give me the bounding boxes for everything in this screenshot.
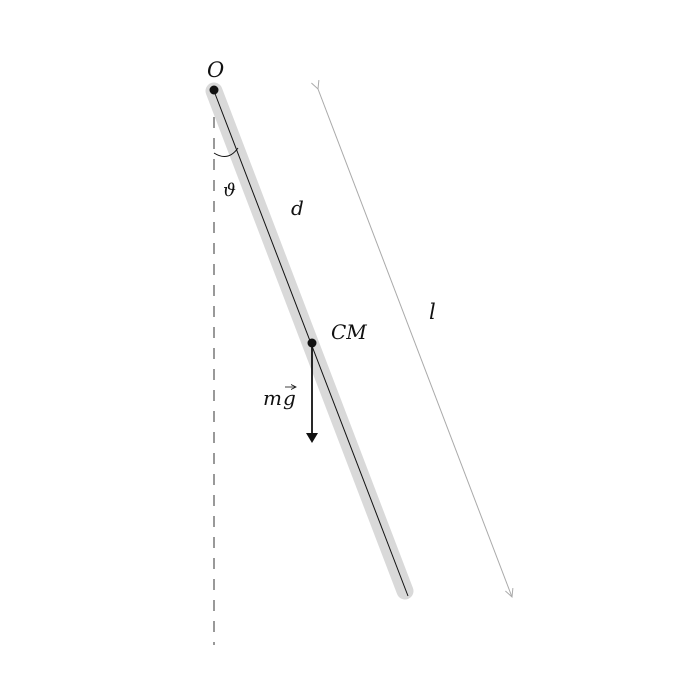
angle-label: ϑ — [223, 180, 236, 201]
pivot-point — [209, 85, 219, 95]
length-label: l — [429, 300, 436, 324]
pivot-label: O — [207, 58, 224, 82]
angle-arc — [213, 147, 239, 158]
cm-distance-label: d — [291, 196, 304, 220]
gravity-arrow-head — [306, 433, 318, 443]
weight-label: m g — [263, 386, 296, 410]
weight-label-g: g — [283, 386, 296, 410]
length-dimension-line — [318, 89, 512, 597]
center-of-mass-point — [307, 338, 317, 348]
center-of-mass-label: CM — [331, 320, 367, 344]
weight-label-m: m — [263, 386, 282, 410]
